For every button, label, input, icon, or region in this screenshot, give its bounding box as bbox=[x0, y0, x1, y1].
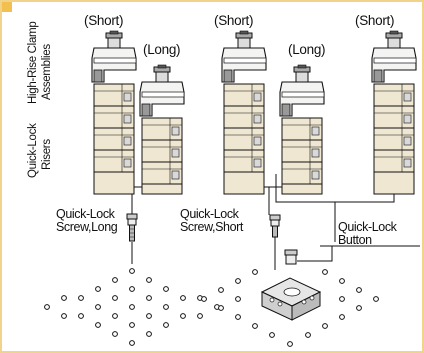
label-clamp-line2: Assemblies bbox=[41, 44, 53, 100]
quick-lock-button bbox=[284, 249, 298, 265]
fixture-base-plate bbox=[260, 277, 322, 321]
label-risers-line1: Quick-Lock bbox=[27, 123, 39, 178]
label-clamp-line1: High-Rise Clamp bbox=[27, 21, 39, 104]
callout-button-line2: Button bbox=[338, 233, 372, 247]
clamp-riser-short-2 bbox=[221, 30, 267, 195]
callout-button: Quick-Lock Button bbox=[338, 221, 397, 247]
clamp-riser-short-3 bbox=[371, 30, 417, 195]
quick-lock-screw-short bbox=[269, 214, 281, 238]
callout-screw-long: Quick-Lock Screw,Long bbox=[56, 207, 118, 234]
clamp-riser-long-1 bbox=[139, 64, 185, 195]
clamp-riser-short-1 bbox=[91, 30, 137, 195]
quick-lock-screw-long bbox=[126, 213, 138, 242]
callout-screw-long-line1: Quick-Lock bbox=[56, 207, 115, 221]
corner-marker bbox=[2, 2, 12, 12]
label-long-2: (Long) bbox=[288, 42, 326, 57]
callout-screw-long-line2: Screw,Long bbox=[56, 220, 118, 234]
label-short-1: (Short) bbox=[84, 13, 124, 28]
label-risers-line2: Risers bbox=[41, 139, 53, 170]
callout-screw-short-line2: Screw,Short bbox=[180, 220, 243, 234]
hole-pattern-left bbox=[44, 268, 220, 346]
label-short-3: (Short) bbox=[355, 13, 395, 28]
label-long-1: (Long) bbox=[143, 42, 181, 57]
callout-screw-short-line1: Quick-Lock bbox=[180, 207, 239, 221]
callout-screw-short: Quick-Lock Screw,Short bbox=[180, 208, 243, 234]
clamp-riser-long-2 bbox=[279, 64, 325, 195]
callout-button-line1: Quick-Lock bbox=[338, 220, 397, 234]
label-short-2: (Short) bbox=[214, 13, 254, 28]
